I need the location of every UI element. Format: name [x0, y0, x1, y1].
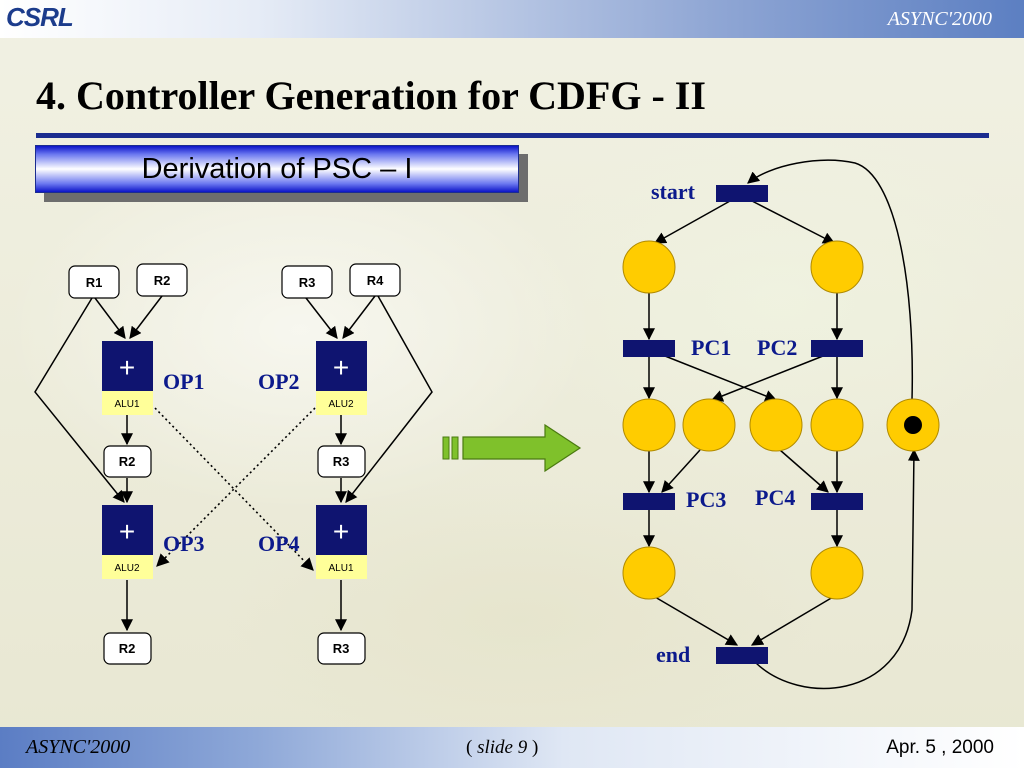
transition-start — [716, 185, 768, 202]
cdfg: R1 R2 R3 R4 R2 R3 — [34, 263, 433, 665]
svg-text:end: end — [656, 642, 690, 667]
title-underline — [36, 133, 989, 138]
subtitle-banner: Derivation of PSC – I — [35, 145, 519, 193]
svg-text:R4: R4 — [367, 273, 384, 288]
footer-slide-label: slide 9 — [477, 737, 528, 758]
svg-text:R2: R2 — [119, 641, 136, 656]
place-p7 — [622, 546, 676, 600]
place-p2 — [810, 240, 864, 294]
edge-r2-op1 — [129, 295, 163, 339]
edge-r1-op3 — [34, 297, 125, 503]
header-brand: ASYNC'2000 — [887, 8, 992, 30]
svg-text:R3: R3 — [333, 641, 350, 656]
svg-text:+: + — [119, 352, 135, 383]
edge-r4-op4 — [345, 295, 433, 503]
svg-text:PC4: PC4 — [755, 485, 795, 510]
svg-text:R2: R2 — [154, 273, 171, 288]
svg-text:OP1: OP1 — [163, 369, 205, 394]
register-r3-in: R3 — [281, 265, 333, 299]
transition-pc4 — [811, 493, 863, 510]
svg-text:ALU2: ALU2 — [114, 563, 139, 574]
petri-net: start PC1 PC2 PC3 PC4 end — [622, 159, 940, 690]
svg-text:ALU1: ALU1 — [114, 399, 139, 410]
svg-text:+: + — [333, 352, 349, 383]
svg-text:+: + — [119, 516, 135, 547]
transition-pc3 — [623, 493, 675, 510]
footer-brand: ASYNC'2000 — [26, 736, 131, 758]
edge-r4-op2 — [342, 295, 376, 339]
svg-text:ALU2: ALU2 — [328, 399, 353, 410]
operation-op3: + ALU2 OP3 — [102, 505, 205, 579]
footer-paren-close: ) — [527, 737, 539, 758]
petri-arcs — [643, 159, 920, 690]
register-r2-mid: R2 — [103, 445, 152, 478]
register-r4: R4 — [349, 263, 401, 297]
footer-slide-number: ( slide 9 ) — [466, 737, 538, 759]
svg-text:start: start — [651, 179, 696, 204]
register-r2-in: R2 — [136, 263, 188, 297]
footer-bar — [0, 727, 1024, 768]
register-boxes: R1 R2 R3 R4 R2 R3 — [68, 263, 401, 665]
svg-text:R1: R1 — [86, 275, 103, 290]
svg-text:ALU1: ALU1 — [328, 563, 353, 574]
header-bar — [0, 0, 1024, 38]
operation-op4: + ALU1 OP4 — [258, 505, 367, 579]
operation-op2: + ALU2 OP2 — [258, 341, 367, 415]
svg-text:PC1: PC1 — [691, 335, 731, 360]
edge-r3-op2 — [305, 297, 338, 339]
register-r1: R1 — [68, 265, 120, 299]
svg-text:+: + — [333, 516, 349, 547]
svg-text:OP4: OP4 — [258, 531, 300, 556]
operation-op1: + ALU1 OP1 — [102, 341, 205, 415]
register-r2-out: R2 — [103, 632, 152, 665]
petri-transitions — [623, 185, 863, 664]
svg-text:R2: R2 — [119, 454, 136, 469]
place-p5 — [749, 398, 803, 452]
svg-text:PC3: PC3 — [686, 487, 726, 512]
csrl-logo: CSRL — [6, 2, 74, 32]
alu2-dependency — [156, 407, 316, 567]
transition-pc2 — [811, 340, 863, 357]
slide-title: 4. Controller Generation for CDFG - II — [36, 73, 706, 118]
svg-text:OP2: OP2 — [258, 369, 300, 394]
place-p8 — [810, 546, 864, 600]
place-p4 — [682, 398, 736, 452]
place-p6 — [810, 398, 864, 452]
register-r3-mid: R3 — [317, 445, 366, 478]
transform-arrow-icon — [442, 423, 582, 473]
transition-end — [716, 647, 768, 664]
petri-labels: start PC1 PC2 PC3 PC4 end — [651, 179, 797, 667]
svg-text:PC2: PC2 — [757, 335, 797, 360]
cdfg-resource-arcs — [154, 407, 316, 571]
edge-r1-op1 — [94, 297, 126, 339]
register-r3-out: R3 — [317, 632, 366, 665]
svg-text:OP3: OP3 — [163, 531, 205, 556]
svg-text:R3: R3 — [299, 275, 316, 290]
place-p3 — [622, 398, 676, 452]
footer-paren-open: ( — [466, 737, 478, 758]
petri-places — [622, 240, 940, 600]
footer-date: Apr. 5 , 2000 — [886, 737, 994, 758]
transition-pc1 — [623, 340, 675, 357]
svg-text:R3: R3 — [333, 454, 350, 469]
token-icon — [904, 416, 922, 434]
place-p1 — [622, 240, 676, 294]
cdfg-edges — [34, 295, 433, 632]
